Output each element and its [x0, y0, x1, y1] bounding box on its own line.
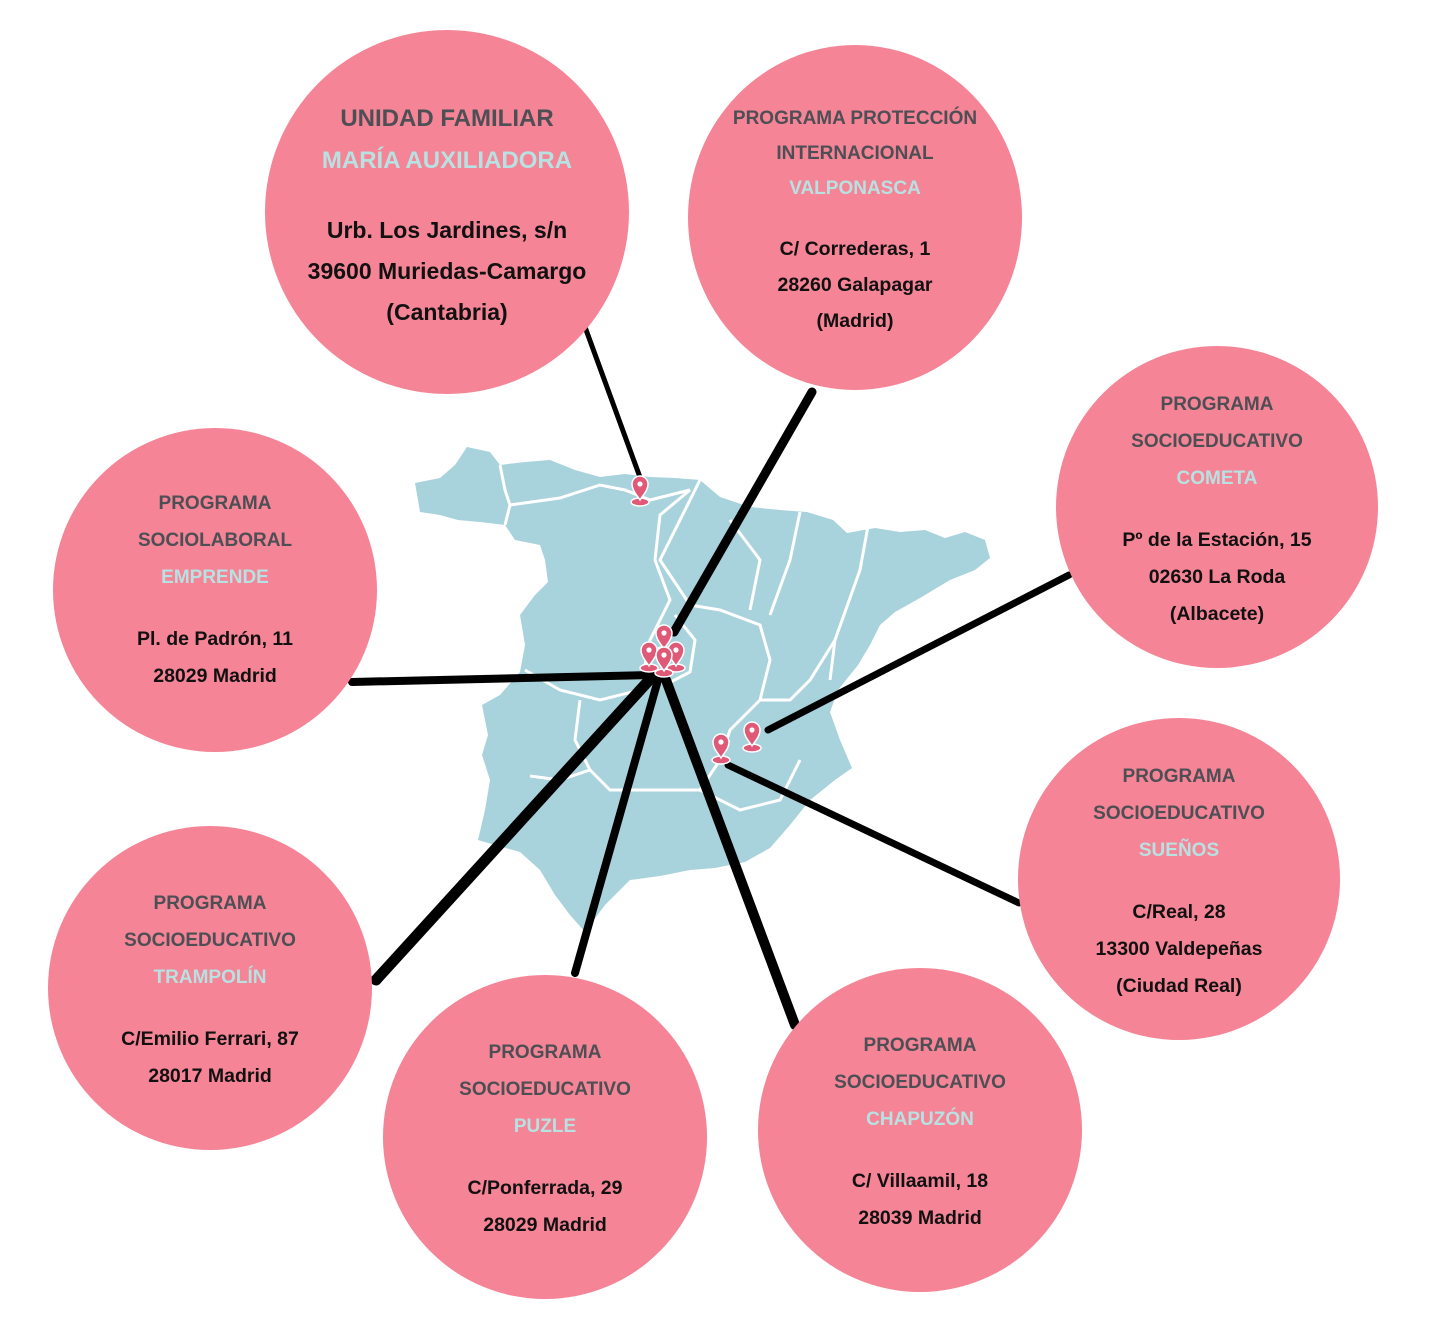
location-title: UNIDAD FAMILIAR — [340, 104, 554, 132]
map-pin-icon — [654, 646, 674, 678]
location-name: COMETA — [1176, 467, 1258, 489]
connector-line — [370, 671, 658, 986]
spain-silhouette — [415, 447, 990, 932]
location-circle-valponasca: PROGRAMA PROTECCIÓN INTERNACIONAL VALPON… — [688, 45, 1022, 390]
location-address: C/Ponferrada, 29 — [467, 1177, 623, 1199]
location-circle-emprende: PROGRAMA SOCIOLABORAL EMPRENDE Pl. de Pa… — [53, 428, 377, 752]
location-address: C/ Villaamil, 18 — [851, 1170, 989, 1192]
location-name: VALPONASCA — [789, 177, 921, 199]
location-title: SOCIOEDUCATIVO — [124, 930, 296, 951]
location-address: 13300 Valdepeñas — [1095, 937, 1263, 960]
location-address: 02630 La Roda — [1148, 565, 1286, 588]
connector-line — [582, 324, 644, 483]
location-address: 28017 Madrid — [148, 1065, 272, 1087]
location-name: PUZLE — [513, 1116, 577, 1137]
map-pin-icon — [711, 733, 731, 765]
location-title: SOCIOEDUCATIVO — [1093, 802, 1265, 824]
location-address: 39600 Muriedas-Camargo — [307, 257, 587, 284]
location-address: C/Real, 28 — [1132, 900, 1226, 923]
connector-line — [724, 761, 1023, 907]
connector-line — [348, 671, 656, 686]
map-pin-icon — [742, 721, 762, 753]
location-title: PROGRAMA — [1160, 393, 1274, 415]
map-pin-icon — [639, 641, 659, 673]
location-address: 28029 Madrid — [483, 1214, 607, 1236]
location-title: SOCIOLABORAL — [137, 530, 293, 551]
location-title: PROGRAMA — [158, 493, 272, 514]
location-address: (Madrid) — [816, 309, 894, 332]
map-pin-icon — [630, 475, 650, 507]
location-circle-cometa: PROGRAMA SOCIOEDUCATIVO COMETA Pº de la … — [1056, 346, 1378, 668]
location-address: C/ Correderas, 1 — [779, 237, 931, 260]
location-circle-puzle: PROGRAMA SOCIOEDUCATIVO PUZLE C/Ponferra… — [383, 975, 707, 1299]
location-address: (Cantabria) — [386, 298, 508, 325]
location-name: SUEÑOS — [1138, 839, 1220, 861]
location-address: (Ciudad Real) — [1116, 974, 1242, 997]
connector-line — [669, 387, 817, 637]
connector-line — [571, 676, 662, 977]
location-circle-trampolin: PROGRAMA SOCIOEDUCATIVO TRAMPOLÍN C/Emil… — [48, 826, 372, 1150]
location-address: Urb. Los Jardines, s/n — [326, 216, 568, 243]
location-title: PROGRAMA PROTECCIÓN — [732, 107, 978, 129]
location-address: Pl. de Padrón, 11 — [136, 628, 294, 650]
location-address: Pº de la Estación, 15 — [1122, 528, 1312, 551]
location-name: EMPRENDE — [161, 567, 269, 588]
connector-line — [764, 571, 1073, 734]
location-name: CHAPUZÓN — [866, 1109, 974, 1130]
connector-line — [661, 675, 800, 1030]
location-title: PROGRAMA — [153, 893, 267, 914]
location-circle-maria-auxiliadora: UNIDAD FAMILIAR MARÍA AUXILIADORA Urb. L… — [265, 30, 629, 394]
location-address: C/Emilio Ferrari, 87 — [121, 1028, 299, 1050]
location-title: INTERNACIONAL — [776, 142, 934, 164]
location-title: PROGRAMA — [1122, 765, 1236, 787]
location-title: SOCIOEDUCATIVO — [834, 1072, 1006, 1093]
location-address: 28029 Madrid — [153, 665, 277, 687]
location-name: MARÍA AUXILIADORA — [321, 146, 573, 174]
location-address: 28260 Galapagar — [777, 273, 933, 296]
location-name: TRAMPOLÍN — [153, 967, 267, 988]
location-title: PROGRAMA — [488, 1042, 602, 1063]
location-circle-chapuzon: PROGRAMA SOCIOEDUCATIVO CHAPUZÓN C/ Vill… — [758, 968, 1082, 1292]
location-title: SOCIOEDUCATIVO — [459, 1079, 631, 1100]
location-title: PROGRAMA — [863, 1035, 977, 1056]
location-circle-suenos: PROGRAMA SOCIOEDUCATIVO SUEÑOS C/Real, 2… — [1018, 718, 1340, 1040]
location-address: (Albacete) — [1169, 602, 1265, 625]
location-title: SOCIOEDUCATIVO — [1131, 430, 1303, 452]
location-address: 28039 Madrid — [858, 1207, 982, 1229]
